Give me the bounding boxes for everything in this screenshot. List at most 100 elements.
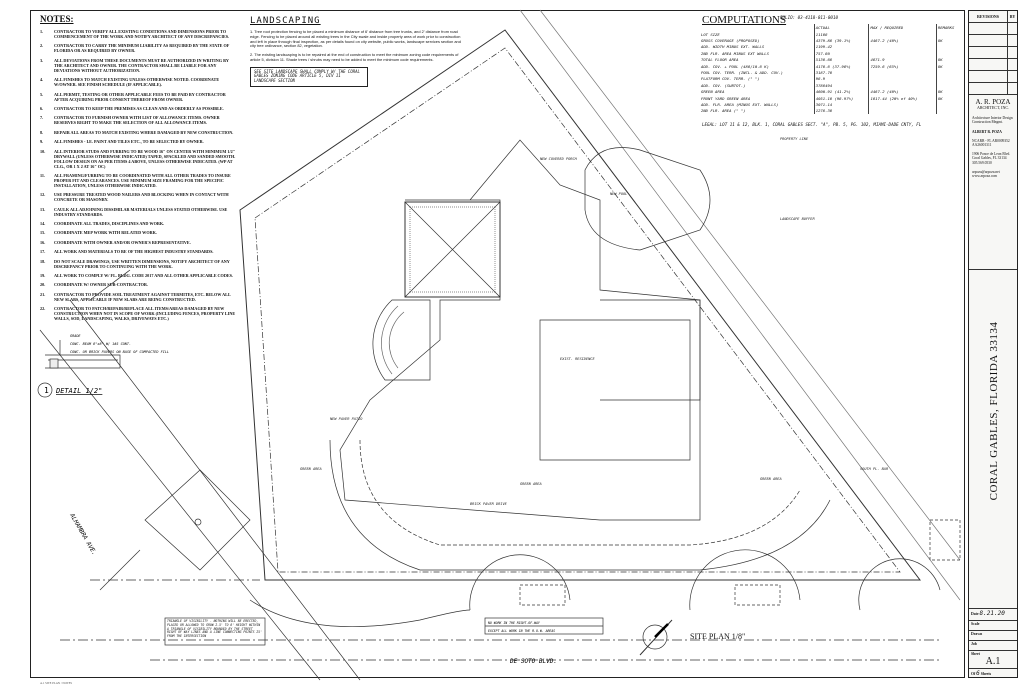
note-item: 3.ALL DEVIATIONS FROM THESE DOCUMENTS MU… xyxy=(40,57,229,73)
plan-label: GREEN AREA xyxy=(760,477,782,481)
note-item: 19.ALL WORK TO COMPLY W/ FL. BLDG. CODE … xyxy=(40,273,234,279)
date-field: Date 8.21.20 xyxy=(969,608,1017,620)
computation-row: GROSS COVERAGE (PROPOSED)4379.88 (39.1%)… xyxy=(700,37,962,44)
computation-row: PLATFORM COV. TERR. (" ")98.9 xyxy=(700,75,962,83)
residence-wing xyxy=(539,319,691,461)
computations-title: COMPUTATIONS xyxy=(702,14,787,26)
tree-box xyxy=(929,519,961,561)
note-item: 7.CONTRACTOR TO FURNISH OWNER WITH LIST … xyxy=(40,115,220,126)
firm-services: Architecture Interior Design Constructio… xyxy=(972,116,1013,125)
drawn-field: Drawn xyxy=(969,630,1017,640)
street-edge-diagonal xyxy=(519,9,961,601)
note-item: 2.CONTRACTOR TO CARRY THE MINIMUM LIABIL… xyxy=(40,43,230,54)
curved-terrace xyxy=(372,299,431,381)
property-line xyxy=(239,29,922,581)
landscaping-box-note: SEE SITE LANDSCAPE SHALL COMPLY W/ THE C… xyxy=(250,66,368,87)
tree-box xyxy=(519,584,566,606)
landscaping-title: LANDSCAPING xyxy=(250,16,321,26)
detail-section xyxy=(45,340,121,369)
street-name-bottom: DE SOTO BLVD. xyxy=(509,658,557,665)
computation-row: 2ND FLR. AREA (" ")1278.36 xyxy=(700,107,962,115)
plan-label: BRICK PAVER DRIVE xyxy=(470,502,508,506)
detail-number: 1 xyxy=(44,386,49,395)
note-item: 21.CONTRACTOR TO PROVIDE SOIL TREATMENT … xyxy=(40,291,231,302)
revisions-label: REVISIONS xyxy=(969,11,1008,22)
plan-label: EXIST. RESIDENCE xyxy=(560,357,595,361)
note-item: 18.DO NOT SCALE DRAWINGS, USE WRITTEN DI… xyxy=(40,258,230,269)
principal-name: ALBERT R. POZA xyxy=(972,129,1002,134)
plan-label: GREEN AREA xyxy=(520,482,542,486)
project-location: CORAL GABLES, FLORIDA 33134 xyxy=(988,321,1000,501)
license-number: NCARB - FL AR0009352 AA26001311 xyxy=(972,138,1010,148)
street-edge xyxy=(60,579,940,661)
street-name-left: ALHAMBRA AVE. xyxy=(68,512,98,557)
note-item: 4.ALL FINISHES TO MATCH EXISTING UNLESS … xyxy=(40,77,220,88)
row-note: EXCEPT ALL WORK IN THE R.O.W. AREAS xyxy=(488,629,555,633)
firm-address: 1906 Ponce de Leon Blvd. Coral Gables, F… xyxy=(972,152,1011,165)
scale-field: Scale xyxy=(969,620,1017,630)
tree-box xyxy=(89,269,251,591)
note-item: 13.CAULK ALL ADJOINING DISSIMILAR MATERI… xyxy=(40,206,228,217)
note-item: 11.ALL FRAMING/FURRING TO BE COORDINATED… xyxy=(40,172,231,188)
detail-label: CONC. OR BRICK PAVERS ON BASE OF COMPACT… xyxy=(70,350,169,354)
plan-label: PROPERTY LINE xyxy=(780,137,809,141)
note-item: 17.ALL WORK AND MATERIALS TO BE OF THE H… xyxy=(40,249,214,255)
landscaping-notes: LANDSCAPING 1. Tree root protection fenc… xyxy=(250,16,465,87)
driveway xyxy=(329,439,831,571)
plan-label: NEW COVERED PORCH xyxy=(539,157,578,161)
note-item: 22.CONTRACTOR TO PATCH/REPAIR/REPLACE AL… xyxy=(40,306,236,322)
computation-row: POOL COV. TERR. (INCL. & ADD. COV.)3187.… xyxy=(700,69,962,76)
landscaping-note: 2. The existing landscaping is to be rep… xyxy=(250,52,459,62)
detail-marker xyxy=(37,382,53,398)
note-item: 5.ALL PERMIT, TESTING OR OTHER APPLICABL… xyxy=(40,91,226,102)
computation-row: ADD. COV. (SUBTOT.)3788494 xyxy=(700,82,962,89)
general-notes: NOTES: 1.CONTRACTOR TO VERIFY ALL EXISTI… xyxy=(40,14,236,326)
landscaping-note: 1. Tree root protection fencing to be pl… xyxy=(250,29,461,49)
residence-outline xyxy=(339,139,701,521)
drawing-sheet-border xyxy=(30,10,965,678)
note-item: 6.CONTRACTOR TO KEEP THE PREMISES AS CLE… xyxy=(40,105,224,111)
detail-label: GRADE xyxy=(70,334,81,338)
plan-label: NEW POOL xyxy=(609,192,627,196)
residence-wing xyxy=(600,299,701,401)
sheet-number: A.1 xyxy=(985,656,1001,667)
setback-line xyxy=(254,47,901,573)
plan-label: GREEN AREA xyxy=(300,467,322,471)
sheet-count: Of 6 Sheets xyxy=(969,668,1017,678)
hip-roof xyxy=(404,201,501,298)
note-item: 14.COORDINATE ALL TRADES, DISCIPLINES AN… xyxy=(40,221,165,227)
notes-title: NOTES: xyxy=(40,14,74,24)
by-label: BY xyxy=(1009,14,1016,19)
plan-label: SOUTH PL. BAR xyxy=(860,467,889,471)
note-item: 8.REPAIR ALL AREAS TO MATCH EXISTING WHE… xyxy=(40,129,234,135)
tree-box xyxy=(734,584,781,606)
plan-label: NEW PAVER PATIO xyxy=(329,417,363,421)
plan-label: LANDSCAPE BUFFER xyxy=(780,217,815,221)
note-item: 10.ALL INTERIOR STUDS AND FURRING TO BE … xyxy=(40,148,236,169)
street-edge-diagonal xyxy=(39,299,361,681)
computation-row: ADD. COV. + POOL (486/10.6 K)4176.6 (37.… xyxy=(700,62,962,70)
site-plan-title: SITE PLAN 1/8" xyxy=(690,632,746,641)
firm-name: A. R. POZA xyxy=(975,98,1011,106)
revisions-header: REVISIONS BY xyxy=(969,11,1017,23)
detail-title: DETAIL 1/2" xyxy=(55,387,102,395)
note-item: 12.USE PRESSURE TREATED WOOD NAILERS AND… xyxy=(40,192,229,203)
north-arrow xyxy=(642,624,668,650)
architect-info: A. R. POZA ARCHITECT, INC. Architecture … xyxy=(969,95,1017,186)
note-item: 20.COORDINATE W/ OWNER SUB-CONTRACTOR. xyxy=(40,282,148,288)
pool xyxy=(584,147,711,251)
footer-text: A.1 SITE PLAN / NOTES xyxy=(40,681,73,685)
visibility-triangle-note: TRIANGLE OF VISIBILITY - NOTHING WILL BE… xyxy=(167,619,262,639)
note-item: 16.COORDINATE WITH OWNER AND/OR OWNER'S … xyxy=(40,239,191,245)
folio-number: FOLIO: 03-4118-011-0010 xyxy=(780,15,838,20)
row-note: NO WORK IN THE RIGHT-OF-WAY xyxy=(487,621,541,625)
note-item: 1.CONTRACTOR TO VERIFY ALL EXISTING COND… xyxy=(40,29,230,39)
detail-label: CONC. BEAM 8"x8" W/ 1#5 CONT. xyxy=(70,342,131,346)
note-item: 9.ALL FINISHES - I.E. PAINT AND TILES ET… xyxy=(40,139,204,145)
